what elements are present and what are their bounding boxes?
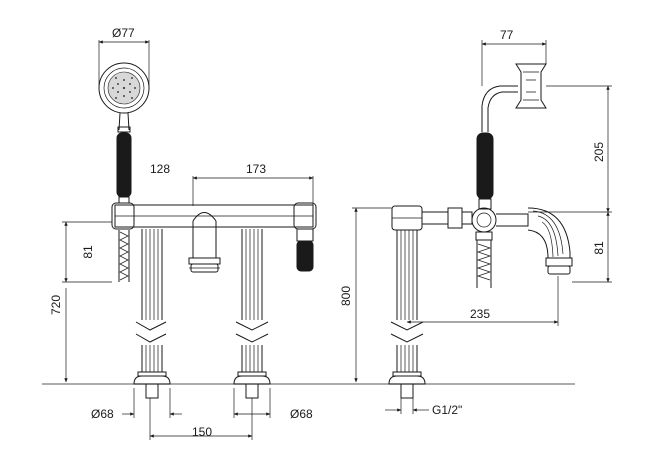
lever-handle-front — [296, 228, 314, 272]
hose-side — [475, 231, 493, 288]
dim-overall-height: 800 — [339, 286, 353, 306]
mixer-body — [111, 202, 317, 230]
dim-center-distance: 150 — [192, 425, 212, 439]
dim-deck-height: 720 — [49, 295, 63, 315]
spout-side — [527, 207, 573, 275]
shower-grip — [116, 132, 132, 198]
dim-spout-length: 173 — [246, 162, 266, 176]
dim-shower-head-diameter: Ø77 — [112, 26, 135, 40]
dim-right-base-diameter: Ø68 — [290, 407, 313, 421]
side-view — [388, 63, 573, 399]
right-pillar — [233, 229, 271, 399]
front-dimensions: Ø77 128 173 81 720 Ø68 150 Ø68 — [49, 26, 314, 439]
dim-left-base-diameter: Ø68 — [91, 407, 114, 421]
left-pillar — [133, 229, 171, 399]
side-dimensions: 77 205 81 800 235 G1/2" — [339, 28, 612, 417]
spout-front — [188, 212, 221, 273]
dim-thread-size: G1/2" — [432, 403, 462, 417]
front-view — [98, 62, 317, 440]
hose-segment-front — [118, 230, 130, 282]
dim-handle-height: 81 — [81, 245, 95, 259]
dim-side-spout-height: 81 — [592, 241, 606, 255]
body-side — [391, 205, 529, 233]
dim-side-projection: 235 — [470, 307, 490, 321]
hand-shower-head — [98, 62, 150, 133]
shower-head-side — [481, 63, 547, 132]
shower-handle — [116, 132, 132, 204]
shower-grip-side — [476, 132, 494, 200]
dim-side-head-height: 205 — [592, 142, 606, 162]
dim-hose-holder-offset: 128 — [150, 162, 170, 176]
dim-side-head-width: 77 — [500, 28, 514, 42]
pillar-side — [388, 230, 426, 399]
